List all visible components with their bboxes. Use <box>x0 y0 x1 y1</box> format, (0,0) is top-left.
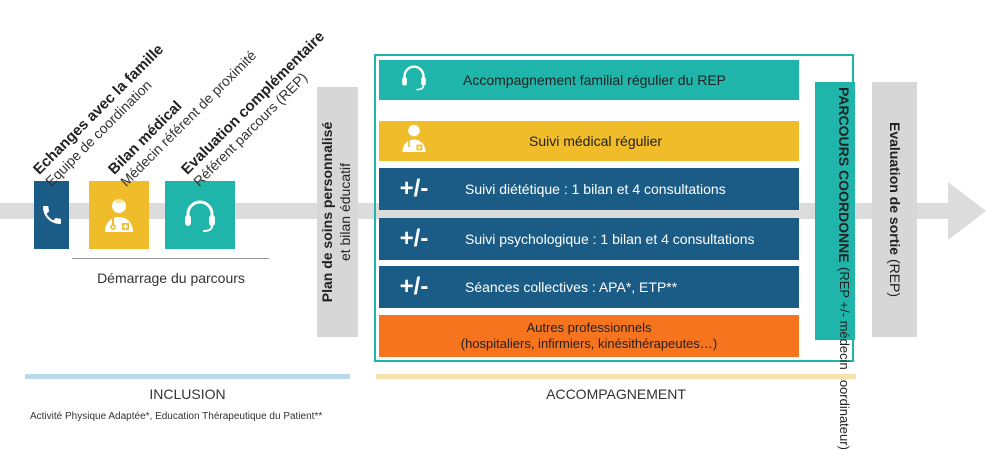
exit-evaluation-label: Evaluation de sortie (REP) <box>876 100 914 320</box>
parcours-subtitle: (REP +/- médecin coordinateur) <box>837 266 852 450</box>
start-label: Démarrage du parcours <box>97 270 245 286</box>
parcours-title: PARCOURS COORDONNE <box>836 87 852 263</box>
footnote: Activité Physique Adaptée*, Education Th… <box>30 411 323 422</box>
phone-icon <box>42 206 61 224</box>
plus-minus-icon: +/- <box>399 225 429 252</box>
row-accompagnement-familial: Accompagnement familial régulier du REP <box>379 60 799 100</box>
row-label: Suivi médical régulier <box>529 133 663 149</box>
doctor-square <box>89 181 149 249</box>
plus-minus-icon: +/- <box>399 175 429 202</box>
inclusion-label: INCLUSION <box>149 386 226 402</box>
inclusion-line <box>25 374 350 379</box>
timeline-arrowhead <box>948 182 986 240</box>
care-plan-line1: Plan de soins personnalisé <box>319 121 335 303</box>
row-suivi-dietetique: +/- Suivi diététique : 1 bilan et 4 cons… <box>379 168 799 210</box>
care-plan-line2: et bilan éducatif <box>337 162 353 262</box>
exit-evaluation-bar <box>872 82 917 337</box>
headset-icon <box>185 200 215 232</box>
row-label: Séances collectives : APA*, ETP** <box>465 279 678 295</box>
row-seances-collectives: +/- Séances collectives : APA*, ETP** <box>379 266 799 308</box>
plus-minus-icon: +/- <box>399 273 429 300</box>
parcours-coordonne-bar <box>815 82 855 340</box>
care-plan-bar <box>317 87 358 337</box>
row-autres-professionnels: Autres professionnels (hospitaliers, inf… <box>379 315 799 357</box>
doctor-icon <box>105 199 133 232</box>
row-label: Suivi diététique : 1 bilan et 4 consulta… <box>465 181 726 197</box>
exit-title: Evaluation de sortie <box>887 122 903 256</box>
headset-square <box>165 181 235 249</box>
row-label-line2: (hospitaliers, infirmiers, kinésithérape… <box>460 336 718 351</box>
doctor-icon <box>402 124 426 152</box>
exit-subtitle: (REP) <box>887 259 903 298</box>
phone-square <box>34 181 69 249</box>
row-label: Suivi psychologique : 1 bilan et 4 consu… <box>465 231 755 247</box>
start-bracket <box>72 258 269 259</box>
accompagnement-label: ACCOMPAGNEMENT <box>546 386 686 402</box>
row-label-line1: Autres professionnels <box>526 320 652 335</box>
care-plan-label: Plan de soins personnalisé et bilan éduc… <box>318 94 354 330</box>
row-label: Accompagnement familial régulier du REP <box>463 72 727 88</box>
accompagnement-line <box>376 374 856 379</box>
row-suivi-medical: Suivi médical régulier <box>379 121 799 161</box>
headset-icon <box>402 65 426 90</box>
row-suivi-psychologique: +/- Suivi psychologique : 1 bilan et 4 c… <box>379 218 799 260</box>
parcours-coordonne-label: PARCOURS COORDONNE (REP +/- médecin coor… <box>817 87 853 450</box>
